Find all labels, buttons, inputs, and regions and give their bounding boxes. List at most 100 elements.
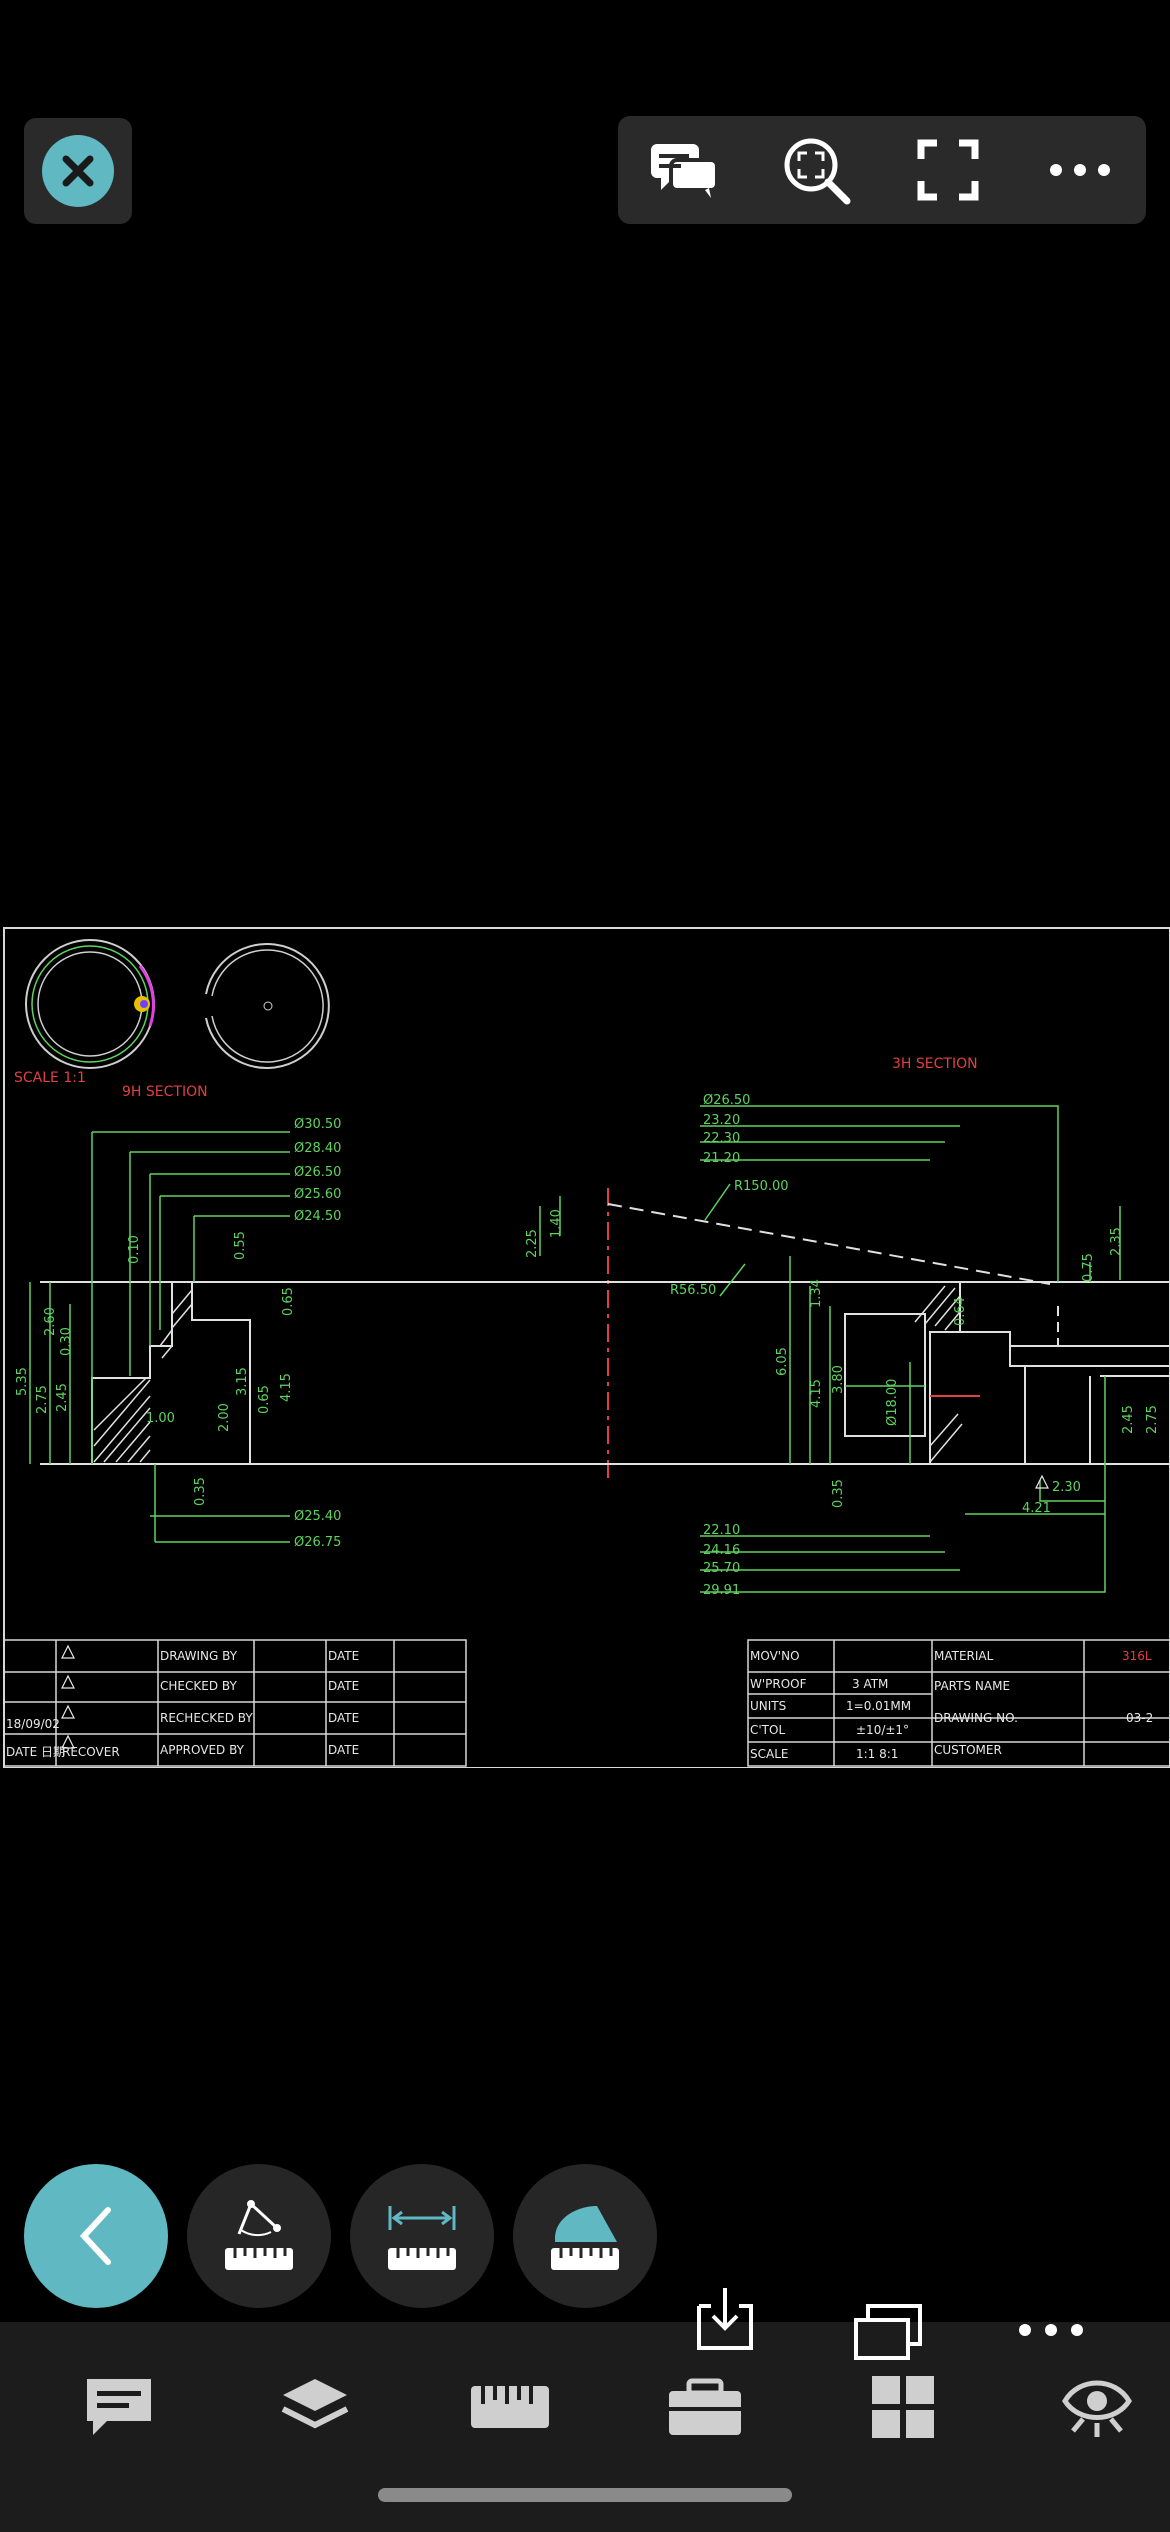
download-icon [697, 2288, 753, 2350]
back-button[interactable] [24, 2164, 168, 2308]
fullscreen-button[interactable] [903, 125, 993, 215]
svg-text:R56.50: R56.50 [670, 1283, 716, 1298]
svg-text:2.35: 2.35 [1109, 1227, 1124, 1256]
nav-comments[interactable] [64, 2352, 174, 2462]
nav-view[interactable] [1042, 2352, 1152, 2462]
more-button[interactable] [1035, 125, 1125, 215]
svg-text:Ø26.50: Ø26.50 [703, 1093, 750, 1108]
angle-measure-button[interactable] [187, 2164, 331, 2308]
close-button[interactable] [24, 118, 132, 224]
svg-text:APPROVED BY: APPROVED BY [160, 1743, 245, 1757]
view-icon [1062, 2380, 1132, 2437]
home-indicator[interactable] [378, 2488, 792, 2502]
windows-icon [854, 2304, 922, 2360]
svg-text:6.05: 6.05 [775, 1347, 790, 1376]
svg-text:0.30: 0.30 [59, 1327, 74, 1356]
svg-text:2.25: 2.25 [525, 1229, 540, 1258]
area-measure-button[interactable] [513, 2164, 657, 2308]
svg-text:4.21: 4.21 [1022, 1501, 1051, 1516]
hatch-right [914, 1285, 963, 1463]
svg-text:1=0.01MM: 1=0.01MM [846, 1699, 911, 1713]
title-block-text: DRAWING BY CHECKED BY RECHECKED BY APPRO… [6, 1649, 1153, 1761]
angle-ruler-icon [225, 2200, 293, 2270]
comment-button[interactable] [639, 125, 729, 215]
svg-text:0.35: 0.35 [193, 1477, 208, 1506]
comment-icon [87, 2379, 151, 2435]
svg-text:4.15: 4.15 [809, 1379, 824, 1408]
svg-text:316L: 316L [1122, 1649, 1152, 1663]
svg-text:W'PROOF: W'PROOF [750, 1677, 807, 1691]
svg-text:2.75: 2.75 [1145, 1405, 1160, 1434]
svg-text:Ø26.75: Ø26.75 [294, 1535, 341, 1550]
nav-layers[interactable] [260, 2352, 370, 2462]
download-badge[interactable] [695, 2286, 755, 2356]
svg-text:0.64: 0.64 [953, 1297, 968, 1326]
more-icon [1019, 2324, 1083, 2336]
svg-text:Ø30.50: Ø30.50 [294, 1117, 341, 1132]
title-block [3, 1639, 1170, 1767]
svg-text:29.91: 29.91 [703, 1583, 740, 1598]
svg-text:PARTS NAME: PARTS NAME [934, 1679, 1010, 1693]
svg-text:0.75: 0.75 [1081, 1253, 1096, 1282]
svg-text:MOV'NO: MOV'NO [750, 1649, 800, 1663]
svg-text:0.55: 0.55 [233, 1231, 248, 1260]
svg-text:DATE: DATE [328, 1649, 359, 1663]
svg-text:±10/±1°: ±10/±1° [856, 1723, 909, 1737]
svg-text:1:1 8:1: 1:1 8:1 [856, 1747, 898, 1761]
more-icon [1050, 164, 1110, 176]
hatch-left [93, 1289, 193, 1463]
svg-text:MATERIAL: MATERIAL [934, 1649, 994, 1663]
svg-text:DATE: DATE [328, 1679, 359, 1693]
svg-text:DATE: DATE [328, 1711, 359, 1725]
svg-text:RECOVER: RECOVER [62, 1745, 120, 1759]
svg-text:03-2: 03-2 [1126, 1711, 1153, 1725]
svg-text:UNITS: UNITS [750, 1699, 786, 1713]
svg-text:3.80: 3.80 [831, 1365, 846, 1394]
ruler-icon [471, 2386, 549, 2428]
area-ruler-icon [551, 2206, 619, 2270]
svg-text:3.15: 3.15 [235, 1367, 250, 1396]
svg-text:DRAWING NO.: DRAWING NO. [934, 1711, 1018, 1725]
svg-text:18/09/02: 18/09/02 [6, 1717, 60, 1731]
svg-text:Ø18.00: Ø18.00 [885, 1379, 900, 1426]
svg-text:0.65: 0.65 [281, 1287, 296, 1316]
svg-text:C'TOL: C'TOL [750, 1723, 785, 1737]
svg-text:DRAWING BY: DRAWING BY [160, 1649, 238, 1663]
svg-text:2.00: 2.00 [217, 1403, 232, 1432]
bottom-navigation [0, 2288, 1170, 2532]
nav-layout[interactable] [848, 2352, 958, 2462]
nav-measure[interactable] [455, 2352, 565, 2462]
section-right-label: 3H SECTION [892, 1056, 978, 1072]
svg-text:RECHECKED BY: RECHECKED BY [160, 1711, 253, 1725]
ring-view-right [205, 943, 330, 1069]
nav-toolbox[interactable] [650, 2352, 760, 2462]
top-toolbar [618, 116, 1146, 224]
svg-text:22.30: 22.30 [703, 1131, 740, 1146]
cad-drawing-canvas[interactable]: SCALE 1:1 9H SECTION 3H SECTION [0, 926, 1170, 1769]
svg-text:1.40: 1.40 [549, 1209, 564, 1238]
svg-text:2.60: 2.60 [43, 1307, 58, 1336]
distance-measure-button[interactable] [350, 2164, 494, 2308]
svg-text:Ø26.50: Ø26.50 [294, 1165, 341, 1180]
svg-text:21.20: 21.20 [703, 1151, 740, 1166]
more-badge[interactable] [1016, 2322, 1086, 2342]
fullscreen-icon [917, 139, 979, 201]
scale-label: SCALE 1:1 [14, 1070, 86, 1086]
zoom-fit-button[interactable] [771, 125, 861, 215]
svg-text:Ø25.60: Ø25.60 [294, 1187, 341, 1202]
svg-text:DATE: DATE [328, 1743, 359, 1757]
layout-icon [872, 2376, 934, 2438]
svg-text:1.00: 1.00 [146, 1411, 175, 1426]
part-profile [40, 1281, 1170, 1465]
svg-text:2.45: 2.45 [1121, 1405, 1136, 1434]
svg-text:Ø24.50: Ø24.50 [294, 1209, 341, 1224]
comment-icon [651, 144, 719, 198]
windows-badge[interactable] [852, 2302, 926, 2366]
ring-view-left [25, 939, 155, 1069]
svg-text:24.16: 24.16 [703, 1543, 740, 1558]
svg-text:0.10: 0.10 [127, 1235, 142, 1264]
toolbox-icon [669, 2378, 741, 2435]
svg-text:23.20: 23.20 [703, 1113, 740, 1128]
zoom-fit-icon [784, 138, 851, 205]
